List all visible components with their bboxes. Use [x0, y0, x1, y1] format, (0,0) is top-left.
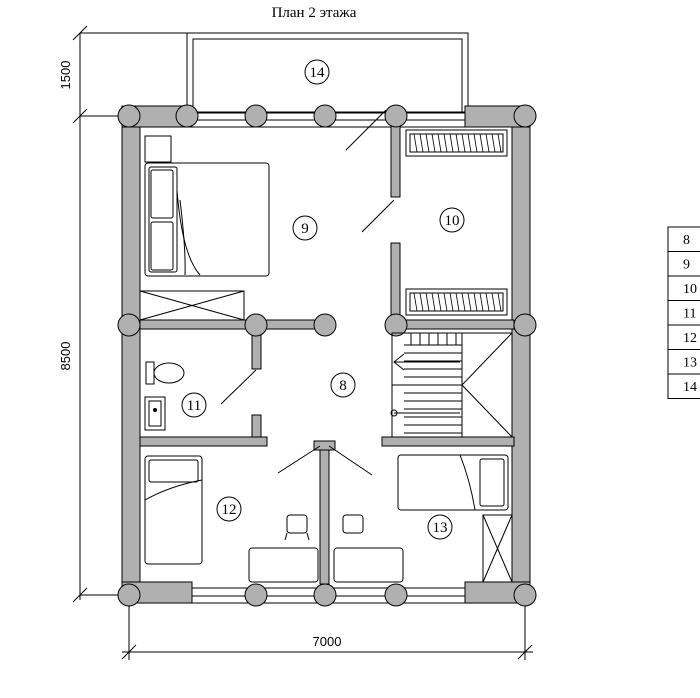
- room-table-number: 11: [683, 307, 696, 322]
- chair-12: [286, 514, 308, 534]
- room-label-14: 14: [310, 65, 326, 81]
- dressing-room-furniture: [405, 129, 508, 316]
- room-table-row: [667, 373, 700, 399]
- room-table-number: 13: [683, 356, 697, 371]
- room-table: 8 9 10 11 12 13 14: [667, 226, 700, 399]
- stair-steps: [404, 333, 462, 434]
- sink: [144, 396, 166, 431]
- room-table-number: 14: [683, 380, 697, 395]
- wardrobe: [139, 290, 245, 321]
- columns: [117, 104, 537, 607]
- room-table-number: 12: [683, 331, 697, 346]
- chair-13: [342, 514, 364, 534]
- dimension-house-width: 7000: [313, 634, 342, 649]
- nightstand: [144, 135, 172, 163]
- room-label-11: 11: [187, 398, 201, 414]
- dimension-lines: [72, 25, 533, 660]
- bedroom-12-furniture: [144, 455, 319, 583]
- dimension-house-depth: 8500: [58, 342, 73, 371]
- room-markers: [181, 59, 465, 540]
- stair-arrow: [390, 353, 460, 417]
- room-label-12: 12: [222, 502, 237, 518]
- room-label-13: 13: [433, 520, 448, 536]
- desk-13: [333, 547, 404, 583]
- hangers: [413, 133, 502, 312]
- clothes-rail-top: [405, 129, 508, 157]
- room-table-number: 10: [683, 282, 697, 297]
- single-bed-13: [397, 454, 509, 511]
- desk-12: [248, 547, 319, 583]
- doors: [220, 109, 395, 476]
- room-table-number: 8: [683, 233, 690, 248]
- wardrobe-13: [482, 514, 513, 583]
- bedroom-9-furniture: [139, 135, 270, 321]
- bedroom-13-furniture: [333, 454, 513, 583]
- toilet: [145, 361, 155, 385]
- double-bed: [144, 162, 270, 277]
- room-label-10: 10: [445, 213, 460, 229]
- bathroom-fixtures: [144, 361, 185, 431]
- interior-walls: [139, 114, 515, 585]
- dimension-balcony-depth: 1500: [58, 61, 73, 90]
- single-bed-12: [144, 455, 203, 565]
- plan-title: План 2 этажа: [272, 5, 357, 21]
- room-label-8: 8: [339, 378, 347, 394]
- staircase: [391, 332, 513, 438]
- room-table-number: 9: [683, 258, 690, 273]
- room-label-9: 9: [301, 221, 309, 237]
- clothes-rail-bottom: [405, 288, 508, 316]
